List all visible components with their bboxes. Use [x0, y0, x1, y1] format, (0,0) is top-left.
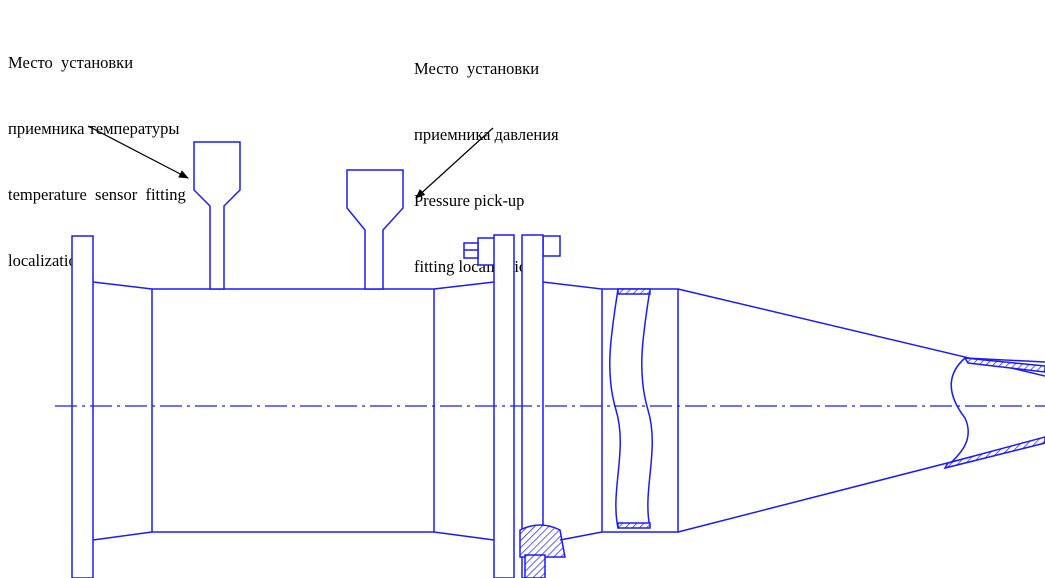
- main-pipe-body: [152, 288, 435, 533]
- bolt-head: [477, 237, 496, 266]
- pressure-callout-line-2: приемника давления: [414, 125, 559, 144]
- cone-top-hatch: [963, 357, 1045, 373]
- right-taper: [433, 281, 495, 541]
- temperature-fitting: [193, 141, 241, 290]
- pressure-callout-arrow: [415, 127, 494, 199]
- vane-bottom-hatch: [617, 522, 651, 529]
- left-taper: [92, 281, 153, 541]
- cone-bottom-hatch: [943, 436, 1045, 470]
- pressure-callout-line-3: Pressure pick-up: [414, 191, 525, 210]
- temperature-callout-line-3: temperature sensor fitting: [8, 185, 186, 204]
- temperature-callout-line-2: приемника температуры: [8, 119, 180, 138]
- temperature-callout-arrow: [87, 125, 189, 179]
- bolt-nut-right: [542, 235, 561, 257]
- temperature-sensor-callout: Место установки приемника температуры te…: [8, 8, 186, 294]
- pressure-fitting: [346, 169, 404, 290]
- pressure-pickup-callout: Место установки приемника давления Press…: [414, 14, 559, 300]
- converging-cone: [677, 288, 1045, 533]
- pressure-callout-line-1: Место установки: [414, 59, 540, 78]
- gasket-lower-hatch: [524, 554, 546, 578]
- temperature-callout-line-4: localization: [8, 251, 85, 270]
- vane-top-hatch: [617, 288, 651, 295]
- temperature-callout-line-1: Место установки: [8, 53, 134, 72]
- left-flange: [71, 235, 94, 578]
- diffuser-housing: [542, 281, 679, 541]
- inner-vane: [609, 288, 653, 529]
- gasket-section: [519, 524, 566, 558]
